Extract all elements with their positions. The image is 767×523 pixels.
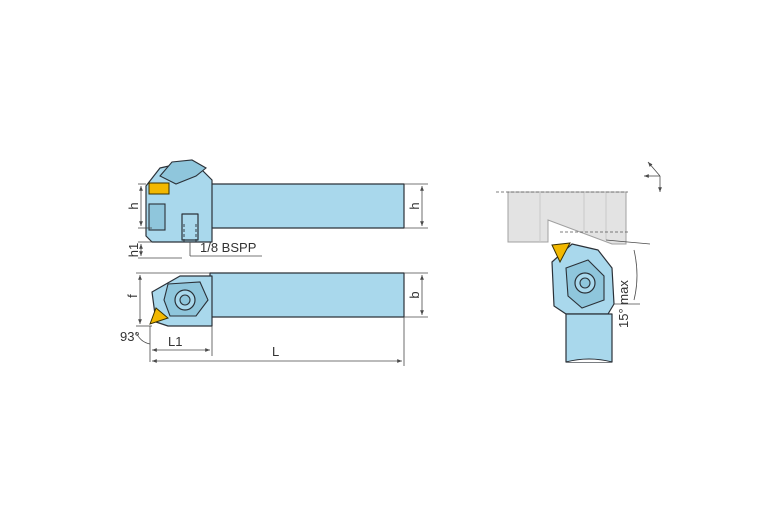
side-view: h h1 1/8 BSPP h (126, 159, 428, 259)
dim-h-left: h (126, 202, 141, 209)
dim-h-right: h (407, 202, 422, 209)
side-view-coolant-port (181, 213, 199, 241)
front-view: 15° max (496, 161, 662, 363)
direction-arrows-icon (644, 161, 662, 192)
top-view-shank (209, 272, 405, 318)
side-view-clamp (159, 159, 207, 185)
dim-h1: h1 (126, 243, 141, 257)
workpiece (507, 191, 627, 245)
dim-L: L (272, 344, 279, 359)
bspp-label: 1/8 BSPP (200, 240, 256, 255)
front-view-shank (565, 313, 613, 363)
side-view-seat (148, 203, 166, 231)
dim-f: f (125, 294, 140, 298)
dim-L1: L1 (168, 334, 182, 349)
top-view-insert (149, 307, 170, 325)
front-view-insert (551, 242, 571, 264)
side-view-insert (148, 182, 170, 195)
angle-15-label: 15° max (616, 280, 631, 328)
clamp-screw-socket (179, 294, 191, 306)
front-clamp-socket (579, 277, 591, 289)
top-view: f b 93° L1 L (120, 272, 428, 366)
angle-93-label: 93° (120, 329, 140, 344)
dim-b: b (407, 291, 422, 298)
side-view-shank (209, 183, 405, 229)
